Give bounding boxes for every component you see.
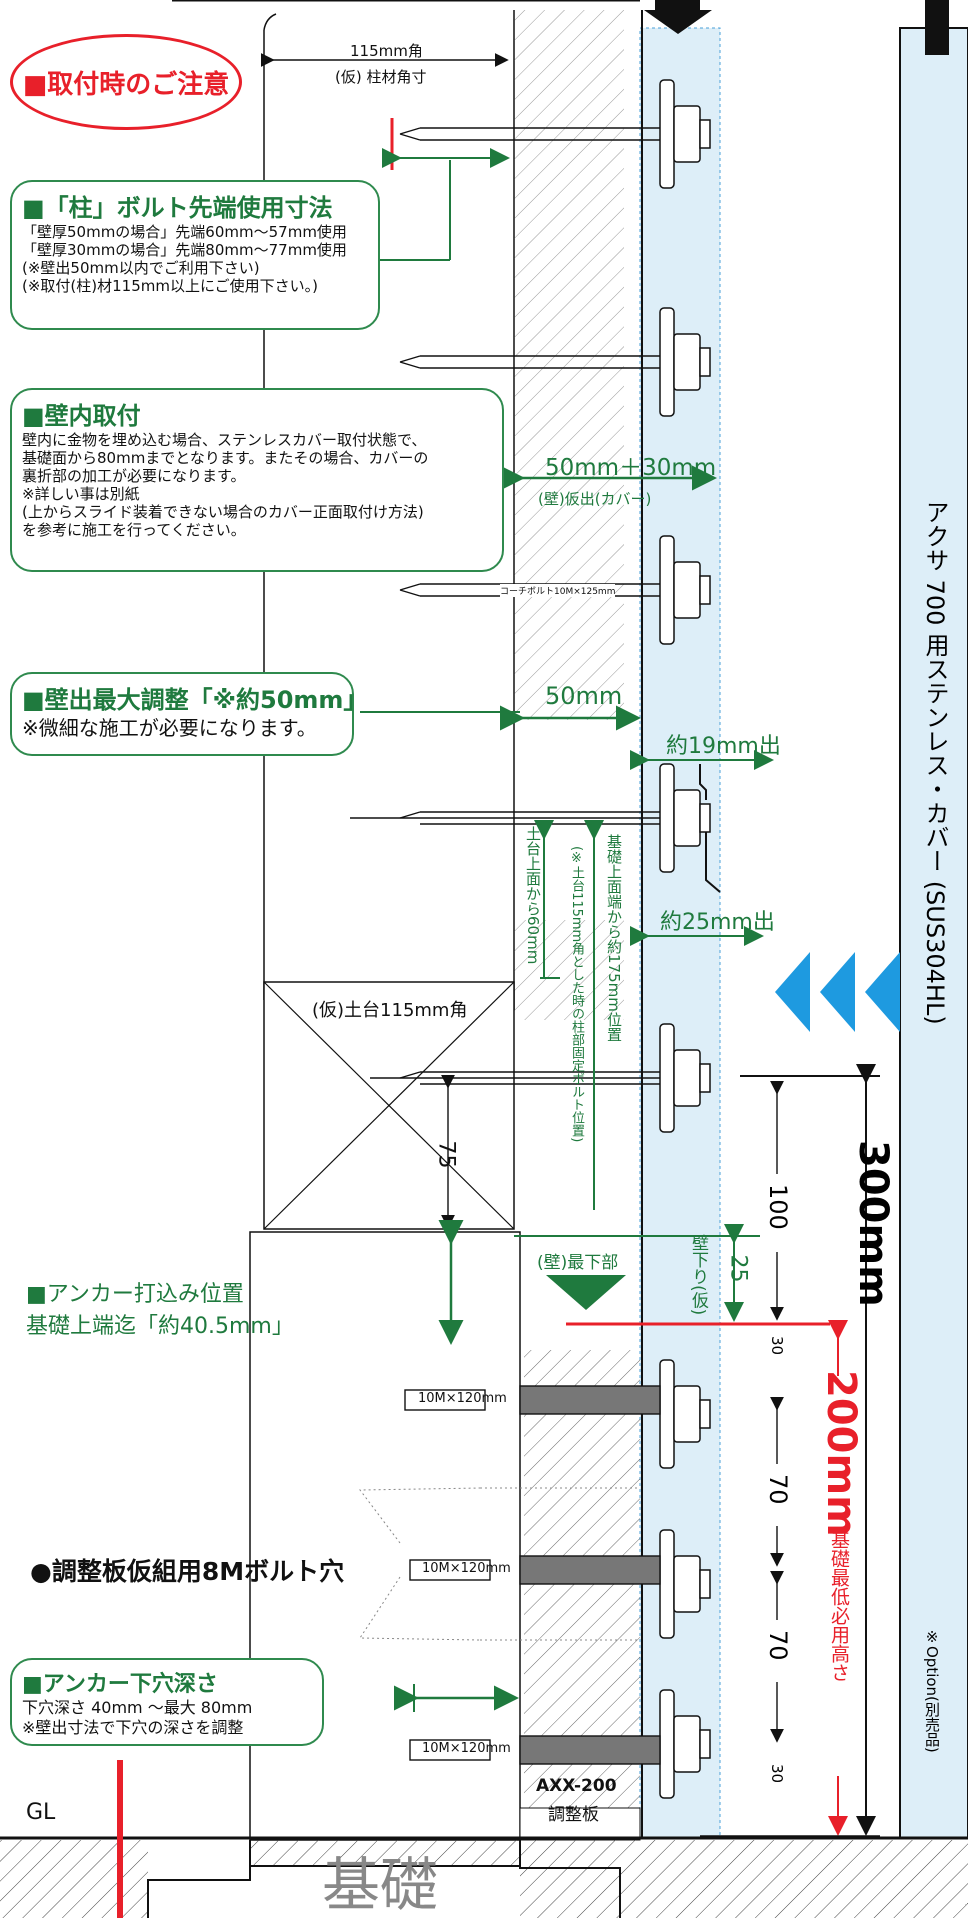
bolt-tip-line: 「壁厚50mmの場合」先端60mm〜57mm使用 [22,223,347,241]
max-adjust-title: ■壁出最大調整「※約50mm」 [22,686,368,714]
dim-100-label: 100 [764,1184,792,1230]
plate-name: 調整板 [548,1805,599,1825]
wall-bottom-label: (壁)最下部 [537,1253,619,1273]
max-adjust-note: ※微細な施工が必要になります。 [22,716,317,740]
wall-inside-line: 壁内に金物を埋め込む場合、ステンレスカバー取付状態で、 [22,431,427,449]
bolt-tip-line: 「壁厚30mmの場合」先端80mm〜77mm使用 [22,241,347,259]
sill-box [263,981,515,1230]
blue-chevrons [775,952,900,1032]
dim-70-a-label: 70 [764,1474,792,1505]
dim-200-label: 200mm [818,1370,864,1537]
ground [0,1836,968,1918]
wall-offset-sub: (壁)仮出(カバー) [538,490,652,508]
wall-inside-line: ※詳しい事は別紙 [22,485,140,503]
wall-offset-main: 50mm＋30mm [545,455,717,481]
coach-bolt-label: コーチボルト10M×125mm [500,584,616,597]
anchor-pos-title: ■アンカー打込み位置 [26,1282,244,1307]
wall-inside-line: を参考に施工を行ってください。 [22,521,246,539]
bolt-tip-line: (※取付(柱)材115mm以上にご使用下さい。) [22,277,319,295]
dim-50-label: 50mm [545,682,623,710]
wall-hatch [514,10,624,720]
bolt-tip-title: ■「柱」ボルト先端使用寸法 [22,194,333,222]
wall-down-label: 壁下り(仮) [688,1234,708,1316]
anchor-depth-line: ※壁出寸法で下穴の深さを調整 [22,1718,244,1737]
caution-text: ■取付時のご注意 [22,69,230,100]
dim-25-label: 25 [725,1254,751,1283]
anchor-depth-line: 下穴深さ 40mm 〜最大 80mm [22,1698,253,1717]
option-note: ※Option(別売品) [923,1628,941,1753]
plate-model: AXX-200 [536,1776,617,1796]
caution-badge: ■取付時のご注意 [10,34,242,130]
wall-inside-title: ■壁内取付 [22,402,141,430]
anchor-tag-1: 10M×120mm [418,1391,507,1406]
post-dim-top: 115mm角 [350,42,423,60]
anchor-tag-2: 10M×120mm [422,1561,511,1576]
wall-inside-line: 裏折部の加工が必要になります。 [22,467,246,485]
gl-label: GL [26,1800,56,1825]
bolt-tip-line: (※壁出50mm以内でご利用下さい) [22,259,260,277]
wall-inside-line: 基礎面から80mmまでとなります。またその場合、カバーの [22,449,429,467]
bolt-tip-box: ■「柱」ボルト先端使用寸法 「壁厚50mmの場合」先端60mm〜57mm使用 「… [10,180,380,330]
wall-inside-line: (上からスライド装着できない場合のカバー正面取付け方法) [22,503,424,521]
anchor-depth-box: ■アンカー下穴深さ 下穴深さ 40mm 〜最大 80mm ※壁出寸法で下穴の深さ… [10,1658,324,1746]
bolt-pos-sub-label: (※土台115mm角とした時の柱部固定ボルト位置) [569,846,584,1143]
dim-300-label: 300mm [850,1140,896,1307]
foundation-label: 基礎 [322,1851,439,1919]
anchor-depth-title: ■アンカー下穴深さ [22,1672,218,1697]
proj-25-label: 約25mm出 [660,910,775,935]
anchor-bolts [404,1385,661,1765]
max-adjust-box: ■壁出最大調整「※約50mm」 ※微細な施工が必要になります。 [10,672,368,756]
dim-75-label: 75 [433,1140,459,1169]
wall-inside-box: ■壁内取付 壁内に金物を埋め込む場合、ステンレスカバー取付状態で、 基礎面から8… [10,388,504,572]
sill-vertical-label: 土台上面から60mm [524,826,542,965]
anchor-pos-line: 基礎上端迄「約40.5mm」 [26,1314,294,1339]
product-title: アクサ 700 用ステンレス・カバー (SUS304HL) [921,500,949,1025]
min-height-label: 基礎最低必用高さ [828,1530,850,1682]
bolt-pos-vertical-label: 基礎上面端から約175mm位置 [605,834,623,1042]
dim-30-a-label: 30 [768,1336,786,1356]
sill-label: (仮)土台115mm角 [312,1000,468,1021]
dim-70-b-label: 70 [764,1630,792,1661]
post-dim-bottom: (仮) 柱材角寸 [335,68,427,86]
dim-30-b-label: 30 [768,1764,786,1784]
adjust-bolt-hole-label: ●調整板仮組用8Mボルト穴 [30,1557,345,1586]
proj-19-label: 約19mm出 [666,734,781,759]
anchor-tag-3: 10M×120mm [422,1741,511,1756]
